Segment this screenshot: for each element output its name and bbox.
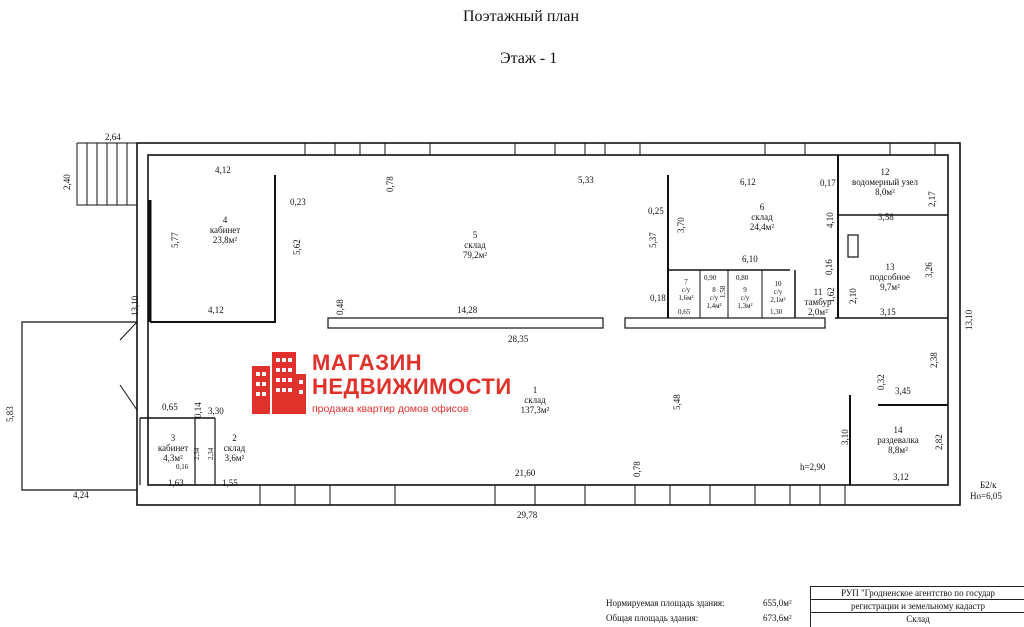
room4-wall (150, 175, 276, 323)
building-logo-icon (252, 352, 306, 414)
dim-label: 5,77 (170, 232, 180, 248)
outer-wall-inner (147, 154, 949, 486)
dim-label: 2,17 (927, 191, 937, 207)
dim-label: 5,33 (578, 175, 594, 185)
logo-line2: НЕДВИЖИМОСТИ (312, 374, 512, 399)
norm-area-value: 655,0м² (763, 598, 792, 608)
dim-label: 2,64 (105, 132, 121, 142)
dim-label: 6,12 (740, 177, 756, 187)
dim-label: 5,48 (672, 394, 682, 410)
dim-label: 2,38 (929, 352, 939, 368)
dim-label: 0,16 (824, 259, 834, 275)
dim-label: 4,24 (73, 490, 89, 500)
dim-label: 1,63 (168, 478, 184, 488)
dim-label: 0,90 (704, 274, 717, 282)
dim-label: 0,48 (335, 299, 345, 315)
dim-label: 5,62 (292, 239, 302, 255)
dim-label: 2,40 (62, 174, 72, 190)
floor-title: Этаж - 1 (500, 50, 558, 67)
dim-label: 1,58 (719, 285, 727, 298)
dim-label: 1,62 (826, 287, 836, 303)
dim-label: 0,78 (632, 461, 642, 477)
agency-stamp-block: РУП "Гродненское агентство по государ ре… (810, 586, 1024, 627)
dim-label: 3,30 (208, 406, 224, 416)
dim-label: 14,28 (457, 305, 478, 315)
dim-label: 3,58 (878, 212, 894, 222)
dim-label: 2,34 (207, 447, 215, 460)
total-area-label: Общая площадь здания: (606, 613, 699, 623)
wall-6-1 (624, 317, 826, 329)
stamp-line2: регистрации и земельному кадастр (811, 600, 1024, 613)
dim-label: 2,82 (934, 434, 944, 450)
plan-title: Поэтажный план (463, 8, 580, 25)
dim-label: 4,10 (825, 212, 835, 228)
dim-label: 4,12 (208, 305, 224, 315)
dim-label: 0,18 (650, 293, 666, 303)
dim-label: 0,17 (820, 178, 836, 188)
dim-label: 4,12 (215, 165, 231, 175)
dim-label: 3,15 (880, 307, 896, 317)
dim-label: 3,26 (924, 262, 934, 278)
dim-label: 3,12 (893, 472, 909, 482)
dim-label: 21,60 (515, 468, 536, 478)
watermark-logo: МАГАЗИН НЕДВИЖИМОСТИ продажа квартир дом… (250, 348, 520, 420)
dim-label: 3,70 (676, 217, 686, 233)
plan-code-label: Б2/к (980, 480, 997, 490)
top-windows (304, 142, 936, 156)
dim-label: 0,16 (176, 463, 189, 471)
dim-label: 5,83 (5, 406, 15, 422)
wall-5-1 (327, 317, 604, 329)
outer-wall-outer (136, 142, 961, 506)
plan-elevation-label: Но=6,05 (970, 491, 1002, 501)
dim-label: 13,10 (130, 295, 140, 316)
dim-label: 0,78 (385, 176, 395, 192)
dim-label: 3,45 (895, 386, 911, 396)
dim-label: 1,55 (222, 478, 238, 488)
height-label: h=2,90 (800, 462, 826, 472)
dim-label: 2,34 (193, 447, 201, 460)
dim-label: 0,32 (876, 374, 886, 390)
dim-label: 29,78 (517, 510, 538, 520)
logo-tagline: продажа квартир домов офисов (312, 403, 469, 415)
dim-label: 28,35 (508, 334, 529, 344)
dim-label: 0,80 (736, 274, 749, 282)
norm-area-label: Нормируемая площадь здания: (606, 598, 725, 608)
dim-label: 0,65 (678, 308, 691, 316)
bottom-windows (259, 484, 846, 506)
dim-label: 0,23 (290, 197, 306, 207)
dim-label: 2,10 (848, 288, 858, 304)
stamp-line3: Склад (906, 614, 930, 624)
logo-line1: МАГАЗИН (312, 350, 423, 375)
dim-label: 6,10 (742, 254, 758, 264)
dim-label: 5,37 (648, 232, 658, 248)
dim-label: 13,10 (964, 309, 974, 330)
dim-label: 0,25 (648, 206, 664, 216)
dim-label: 0,65 (162, 402, 178, 412)
dim-label: 0,14 (193, 402, 203, 418)
dim-label: 3,10 (840, 429, 850, 445)
dim-label: 1,30 (770, 308, 783, 316)
stamp-line1: РУП "Гродненское агентство по государ (811, 587, 1024, 600)
stairs (76, 142, 138, 206)
total-area-value: 673,6м² (763, 613, 792, 623)
left-annex (21, 321, 137, 491)
